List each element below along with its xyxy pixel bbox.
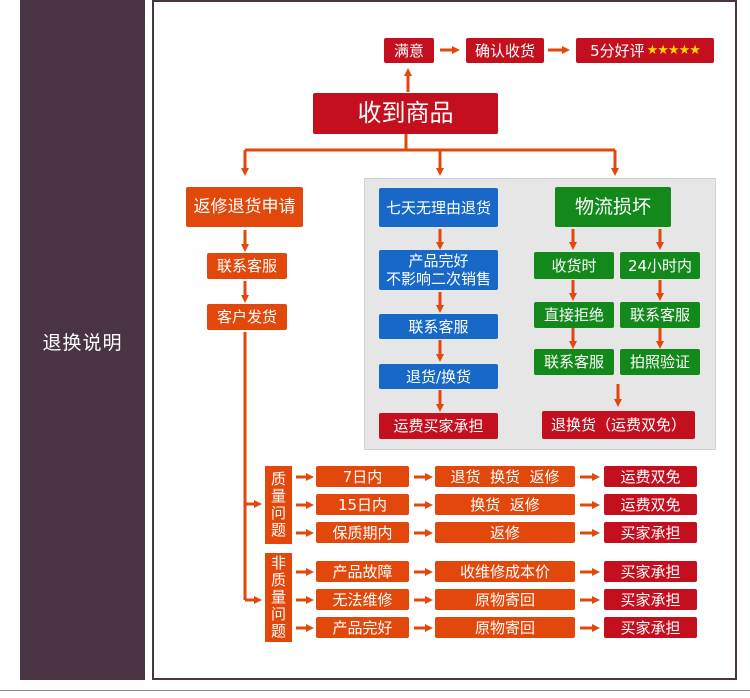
photo-verify-label: 拍照验证 (629, 353, 690, 371)
quality-cost-15d: 运费双免 (604, 494, 697, 515)
cost-label: 买家承担 (620, 523, 681, 542)
quality-action-15d: 换货 返修 (435, 494, 575, 515)
sidebar-title: 退换说明 (42, 332, 123, 354)
five-stars-icon: ★★★★★ (646, 42, 701, 58)
nonquality-char: 质 (270, 571, 286, 589)
quality-period-15d: 15日内 (316, 494, 409, 515)
period-label: 保质期内 (332, 523, 393, 542)
quality-cost-7d: 运费双免 (604, 466, 697, 487)
shipping-by-buyer-label: 运费买家承担 (393, 417, 484, 435)
logistics-contact-service-box: 联系客服 (620, 302, 700, 328)
within-24h-label: 24小时内 (627, 256, 693, 275)
action-label: 收维修成本价 (459, 562, 550, 581)
period-label: 15日内 (337, 495, 388, 514)
five-star-review-label: 5分好评 (590, 41, 645, 60)
nonquality-action-intact: 原物寄回 (435, 617, 575, 638)
shipping-by-buyer-box: 运费买家承担 (379, 413, 498, 439)
received-goods-box: 收到商品 (313, 93, 498, 134)
action-label: 退货 换货 返修 (450, 467, 560, 486)
logistics-result-box: 退换货（运费双免） (542, 411, 695, 439)
on-receipt-label: 收货时 (551, 256, 597, 275)
quality-action-warranty: 返修 (435, 522, 575, 543)
received-goods-label: 收到商品 (357, 99, 454, 128)
cost-label: 运费双免 (620, 467, 681, 486)
repair-contact-service-label: 联系客服 (216, 257, 277, 275)
action-label: 返修 (489, 523, 520, 542)
return-exchange-label: 退货/换货 (405, 367, 472, 386)
five-star-review-box: 5分好评 ★★★★★ (576, 38, 714, 63)
quality-char: 量 (270, 487, 286, 505)
nonquality-char: 问 (270, 605, 286, 623)
quality-period-warranty: 保质期内 (316, 522, 409, 543)
nonquality-situation-intact: 产品完好 (316, 617, 409, 638)
quality-char: 问 (270, 504, 286, 522)
logistics-result-label: 退换货（运费双免） (550, 416, 686, 434)
condition-line1: 产品完好 (408, 252, 469, 270)
return-exchange-box: 退货/换货 (379, 364, 498, 389)
seven-day-return-label: 七天无理由退货 (385, 198, 491, 217)
nonquality-situation-unrepairable: 无法维修 (316, 589, 409, 610)
nonquality-cost-unrepairable: 买家承担 (604, 589, 697, 610)
quality-char: 质 (270, 470, 286, 488)
logistics-damage-box: 物流损坏 (555, 187, 671, 227)
action-label: 换货 返修 (470, 495, 540, 514)
nonquality-cost-fault: 买家承担 (604, 561, 697, 582)
repair-contact-service-box: 联系客服 (207, 253, 287, 279)
confirm-receipt-label: 确认收货 (474, 41, 535, 60)
satisfied-label: 满意 (393, 41, 424, 60)
logistics-contact-service-2-label: 联系客服 (543, 353, 604, 371)
quality-problem-label: 质 量 问 题 (265, 466, 292, 544)
nonquality-char: 量 (270, 588, 286, 606)
quality-char: 题 (270, 521, 286, 539)
on-receipt-box: 收货时 (534, 252, 614, 279)
action-label: 原物寄回 (474, 590, 535, 609)
seven-day-return-box: 七天无理由退货 (379, 188, 498, 227)
situation-label: 产品完好 (332, 618, 393, 637)
sidebar: 退换说明 (20, 0, 145, 680)
period-label: 7日内 (342, 467, 383, 486)
cost-label: 买家承担 (620, 590, 681, 609)
action-label: 原物寄回 (474, 618, 535, 637)
cost-label: 运费双免 (620, 495, 681, 514)
quality-action-7d: 退货 换货 返修 (435, 466, 575, 487)
within-24h-box: 24小时内 (620, 252, 700, 279)
reject-directly-label: 直接拒绝 (543, 306, 604, 324)
customer-ships-label: 客户发货 (216, 308, 277, 326)
cost-label: 买家承担 (620, 618, 681, 637)
repair-return-request-label: 返修退货申请 (193, 196, 296, 217)
satisfied-box: 满意 (384, 38, 434, 63)
nonquality-action-unrepairable: 原物寄回 (435, 589, 575, 610)
quality-cost-warranty: 买家承担 (604, 522, 697, 543)
nonquality-action-fault: 收维修成本价 (435, 561, 575, 582)
confirm-receipt-box: 确认收货 (466, 38, 544, 63)
bottom-divider (0, 690, 750, 691)
reject-directly-box: 直接拒绝 (534, 302, 614, 328)
situation-label: 产品故障 (332, 562, 393, 581)
logistics-damage-label: 物流损坏 (574, 195, 651, 218)
photo-verify-box: 拍照验证 (620, 349, 700, 375)
seven-day-contact-service-box: 联系客服 (379, 314, 498, 339)
situation-label: 无法维修 (332, 590, 393, 609)
repair-return-request-box: 返修退货申请 (186, 187, 303, 227)
nonquality-char: 非 (270, 554, 286, 572)
nonquality-problem-label: 非 质 量 问 题 (265, 553, 292, 642)
nonquality-char: 题 (270, 622, 286, 640)
nonquality-situation-fault: 产品故障 (316, 561, 409, 582)
condition-line2: 不影响二次销售 (385, 270, 491, 288)
condition-box: 产品完好 不影响二次销售 (379, 250, 498, 290)
quality-period-7d: 7日内 (316, 466, 409, 487)
logistics-contact-service-2-box: 联系客服 (534, 349, 614, 375)
cost-label: 买家承担 (620, 562, 681, 581)
seven-day-contact-service-label: 联系客服 (408, 317, 469, 336)
logistics-contact-service-label: 联系客服 (629, 306, 690, 324)
nonquality-cost-intact: 买家承担 (604, 617, 697, 638)
customer-ships-box: 客户发货 (207, 304, 287, 330)
